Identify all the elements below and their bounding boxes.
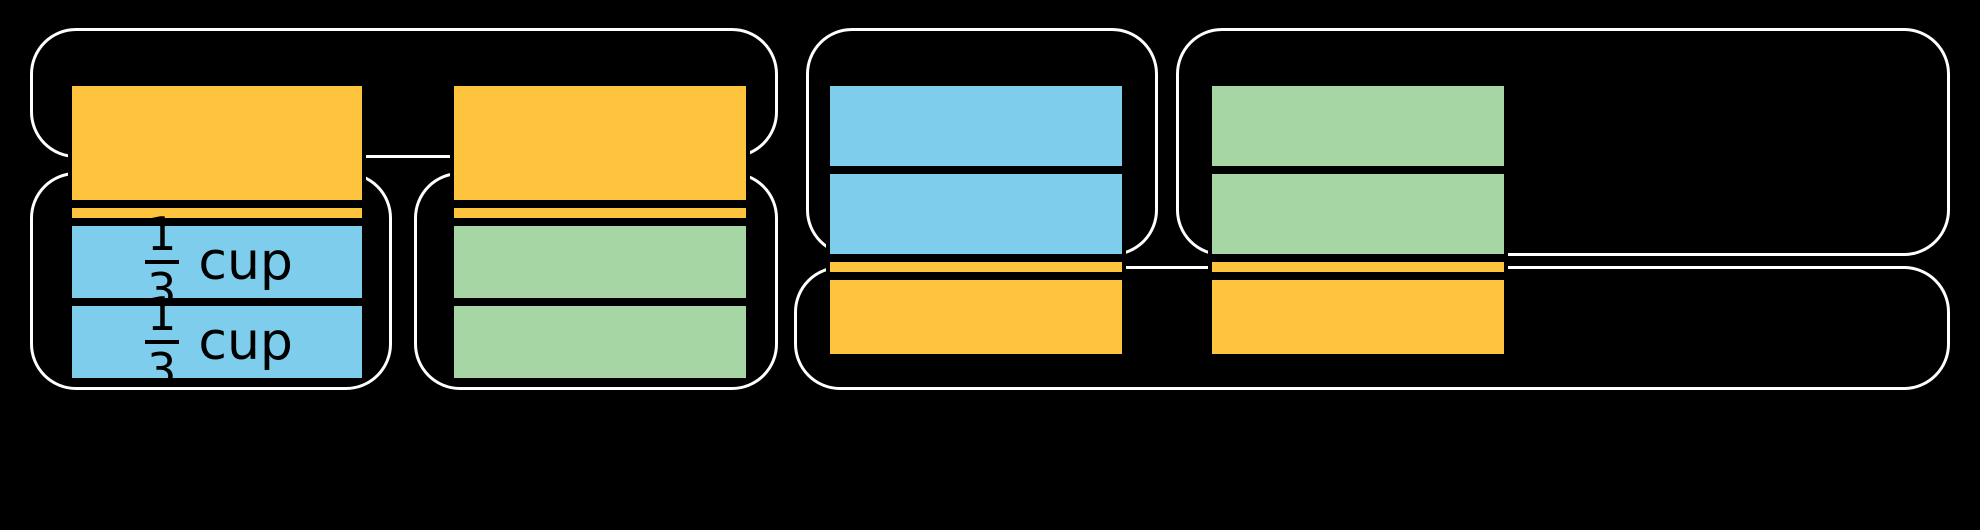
bar-stack-1: 1 3 cup 1 3 cup [68, 82, 366, 393]
fraction-one-third: 1 3 [141, 291, 182, 393]
bar-4-segment-1 [1208, 82, 1508, 170]
bar-4-segment-3 [1208, 258, 1508, 276]
bar-3-segment-1 [826, 82, 1126, 170]
bar-1-segment-1 [68, 82, 366, 204]
fraction-bar [144, 340, 179, 344]
fraction-numerator: 1 [147, 207, 177, 261]
fraction-denominator: 3 [147, 343, 177, 397]
bar-2-segment-4 [450, 302, 750, 382]
bar-2-segment-1 [450, 82, 750, 204]
bar-3-segment-3 [826, 258, 1126, 276]
bar-4-segment-4 [1208, 276, 1508, 358]
bar-1-segment-3: 1 3 cup [68, 211, 366, 313]
bar-3-segment-4 [826, 276, 1126, 358]
bar-1-segment-2 [68, 204, 366, 222]
fraction-bar [144, 260, 179, 264]
bar-2-segment-2 [450, 204, 750, 222]
fraction-label-1: 1 3 cup [141, 211, 293, 313]
fraction-numerator: 1 [147, 287, 177, 341]
bar-stack-4 [1208, 82, 1508, 358]
unit-label: cup [198, 232, 293, 292]
bar-stack-2 [450, 82, 750, 382]
bar-4-segment-2 [1208, 170, 1508, 258]
bar-1-segment-4: 1 3 cup [68, 291, 366, 393]
bar-stack-3 [826, 82, 1126, 358]
bar-3-segment-2 [826, 170, 1126, 258]
bar-2-segment-3 [450, 222, 750, 302]
fraction-label-2: 1 3 cup [141, 291, 293, 393]
unit-label: cup [198, 312, 293, 372]
